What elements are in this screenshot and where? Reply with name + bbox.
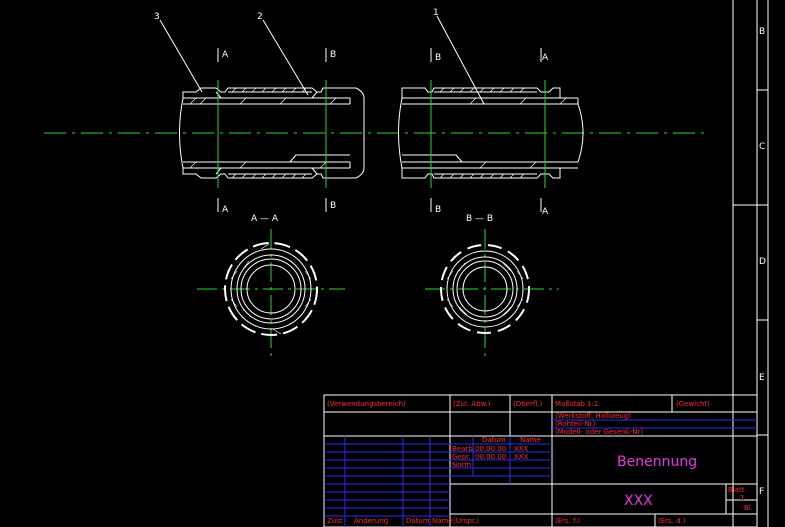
field-urspr: (Urspr.) <box>453 517 479 525</box>
section-marker-a-bottom-left: A <box>222 205 229 215</box>
field-oberfl: (Oberfl.) <box>513 400 543 408</box>
row-bearb-name: XXX <box>514 445 529 453</box>
field-ers-f: (Ers. f.) <box>555 517 580 525</box>
title-block: (Verwendungsbereich) (Zul. Abw.) (Oberfl… <box>323 394 758 527</box>
border-letter-b: B <box>759 27 765 37</box>
row-gepr-label: Gepr. <box>452 453 471 461</box>
field-bl: Bl. <box>744 504 753 512</box>
row-bearb-date: 00.00.00 <box>475 445 506 453</box>
section-marker-a-top-left: A <box>222 50 229 60</box>
sheet-frame: B C D E F <box>732 0 769 527</box>
part-label-1: 1 <box>433 8 439 18</box>
border-letter-f: F <box>759 487 764 497</box>
border-letter-d: D <box>759 257 766 267</box>
field-werkstoff: (Werkstoff, Halbzeug) <box>555 412 631 420</box>
row-gepr-name: XXX <box>514 453 529 461</box>
part-label-2: 2 <box>257 12 263 22</box>
section-title-b: B — B <box>466 214 493 224</box>
field-blatt-value: 1 <box>740 494 744 502</box>
section-view-a <box>197 229 345 357</box>
field-drawing-number: XXX <box>624 493 653 509</box>
field-ers-d: (Ers. d.) <box>658 517 686 525</box>
field-massstab: Maßstab 1:1 <box>555 400 598 408</box>
section-marker-a-bottom-right: A <box>542 207 549 217</box>
row-gepr-date: 00.00.00 <box>475 453 506 461</box>
field-benennung: Benennung <box>617 454 697 470</box>
field-datum2: Datum <box>406 517 430 525</box>
row-norm-label: Norm <box>452 461 471 469</box>
field-name2: Name <box>432 517 453 525</box>
section-marker-b-top-left: B <box>330 50 336 60</box>
section-marker-b-top-right: B <box>435 53 441 63</box>
field-blatt: Blatt <box>728 486 745 494</box>
border-letter-e: E <box>759 373 765 383</box>
left-shaft-view: A A B B <box>179 48 365 215</box>
field-zul-abw: (Zul. Abw.) <box>453 400 491 408</box>
field-verwendungsbereich: (Verwendungsbereich) <box>327 400 406 408</box>
section-marker-b-bottom-left: B <box>330 201 336 211</box>
section-marker-a-top-right: A <box>542 53 549 63</box>
field-zust: Zust <box>327 517 343 525</box>
field-gewicht: (Gewicht) <box>676 400 710 408</box>
field-modell: (Modell- oder Gesenk-Nr) <box>555 428 643 436</box>
row-bearb-label: Bearb. <box>452 445 475 453</box>
right-shaft-view: B B A A <box>398 48 584 217</box>
header-name: Name <box>520 436 541 444</box>
section-marker-b-bottom-right: B <box>435 205 441 215</box>
part-leaders: 3 2 1 <box>154 8 485 105</box>
header-datum: Datum <box>482 436 506 444</box>
border-letter-c: C <box>759 142 765 152</box>
field-rohteil: (Rohteil-Nr) <box>555 420 596 428</box>
field-aenderung: Änderung <box>354 516 388 525</box>
part-label-3: 3 <box>154 12 160 22</box>
section-view-b <box>425 229 559 357</box>
section-title-a: A — A <box>251 214 279 224</box>
